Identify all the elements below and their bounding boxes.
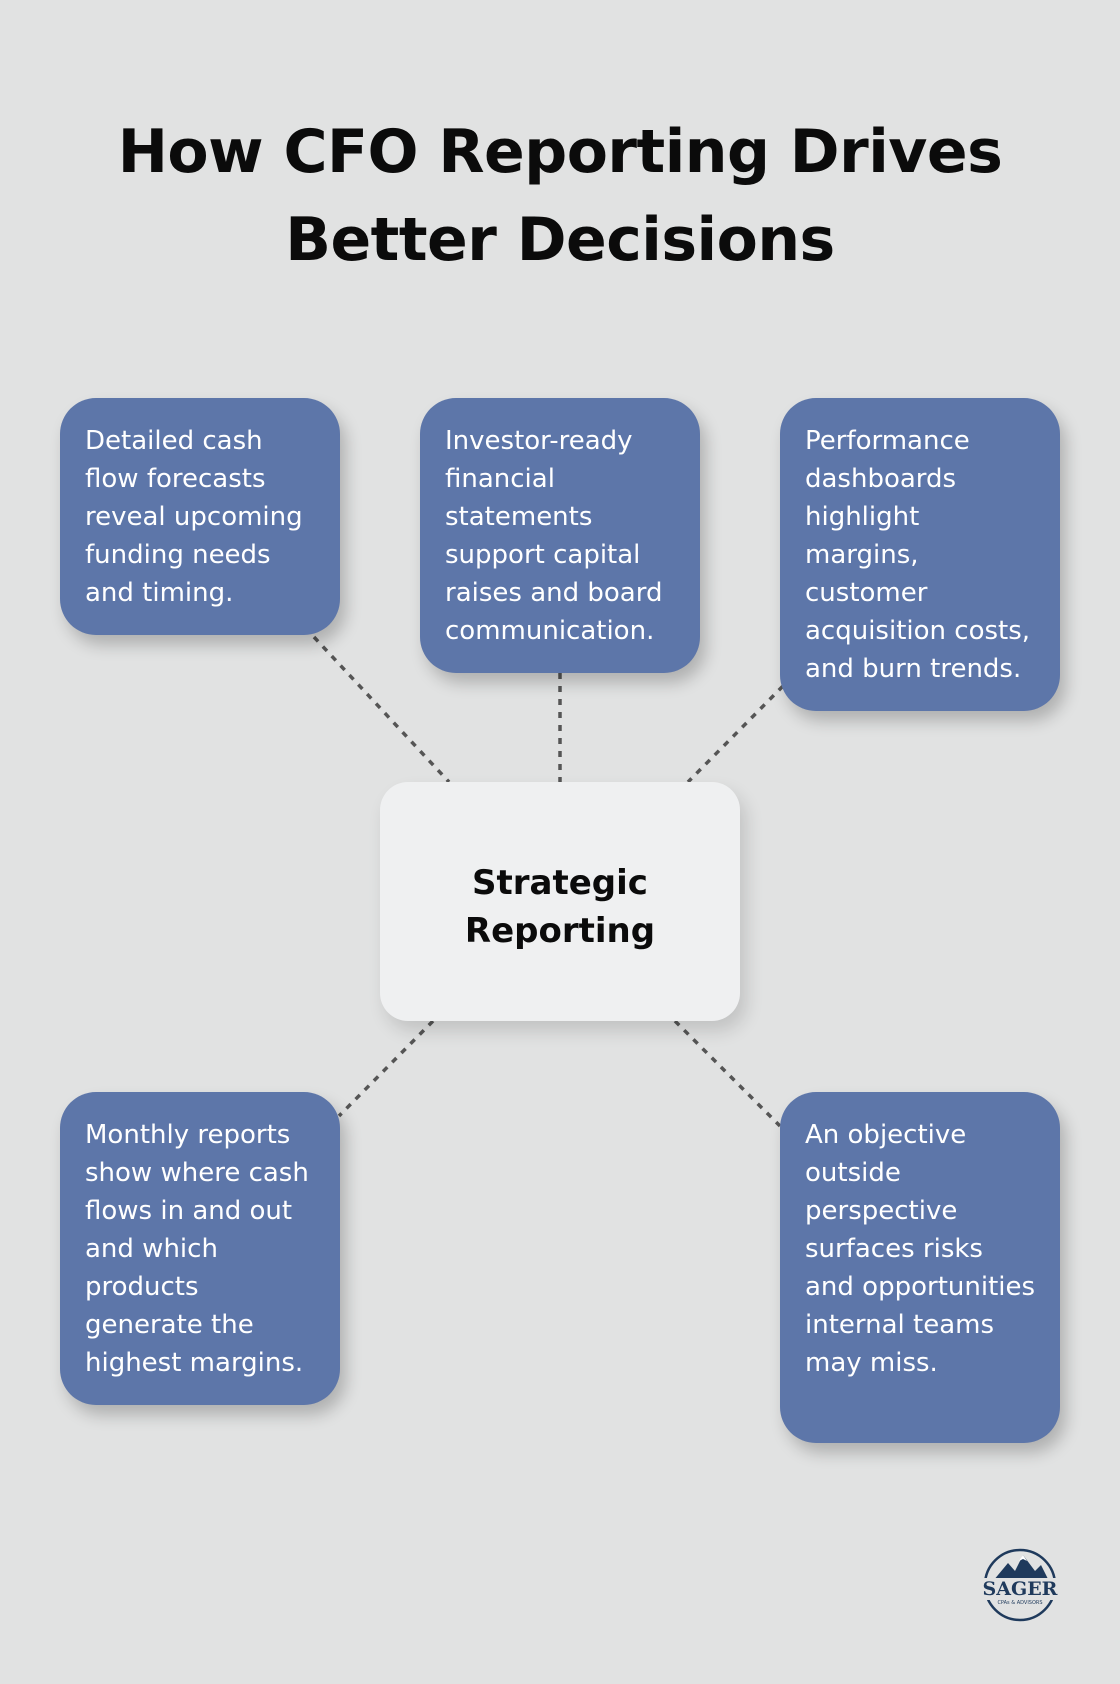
sager-logo-mark: SAGER CPAs & ADVISORS <box>983 1548 1058 1622</box>
connector-bottom-right <box>673 1019 782 1128</box>
card-text: Investor-ready financial statements supp… <box>445 426 663 646</box>
card-text: Monthly reports show where cash flows in… <box>85 1120 309 1378</box>
connector-top-right <box>686 684 785 784</box>
card-outside-perspective: An objective outside perspective surface… <box>780 1092 1060 1443</box>
page-title: How CFO Reporting Drives Better Decision… <box>117 117 1003 275</box>
card-investor-ready-statements: Investor-ready financial statements supp… <box>420 398 700 673</box>
card-performance-dashboards: Performance dashboards highlight margins… <box>780 398 1060 711</box>
card-text: Performance dashboards highlight margins… <box>805 426 1031 684</box>
svg-text:SAGER: SAGER <box>983 1578 1058 1600</box>
card-text: Detailed cash flow forecasts reveal upco… <box>85 426 303 608</box>
card-cash-flow-forecasts: Detailed cash flow forecasts reveal upco… <box>60 398 340 635</box>
connector-bottom-left <box>337 1019 435 1118</box>
card-monthly-reports: Monthly reports show where cash flows in… <box>60 1092 340 1405</box>
center-node: Strategic Reporting <box>380 782 740 1021</box>
svg-text:CPAs & ADVISORS: CPAs & ADVISORS <box>997 1600 1042 1606</box>
sager-logo: SAGER CPAs & ADVISORS <box>975 1545 1065 1625</box>
center-label: Strategic Reporting <box>464 862 656 951</box>
card-text: An objective outside perspective surface… <box>805 1120 1036 1378</box>
